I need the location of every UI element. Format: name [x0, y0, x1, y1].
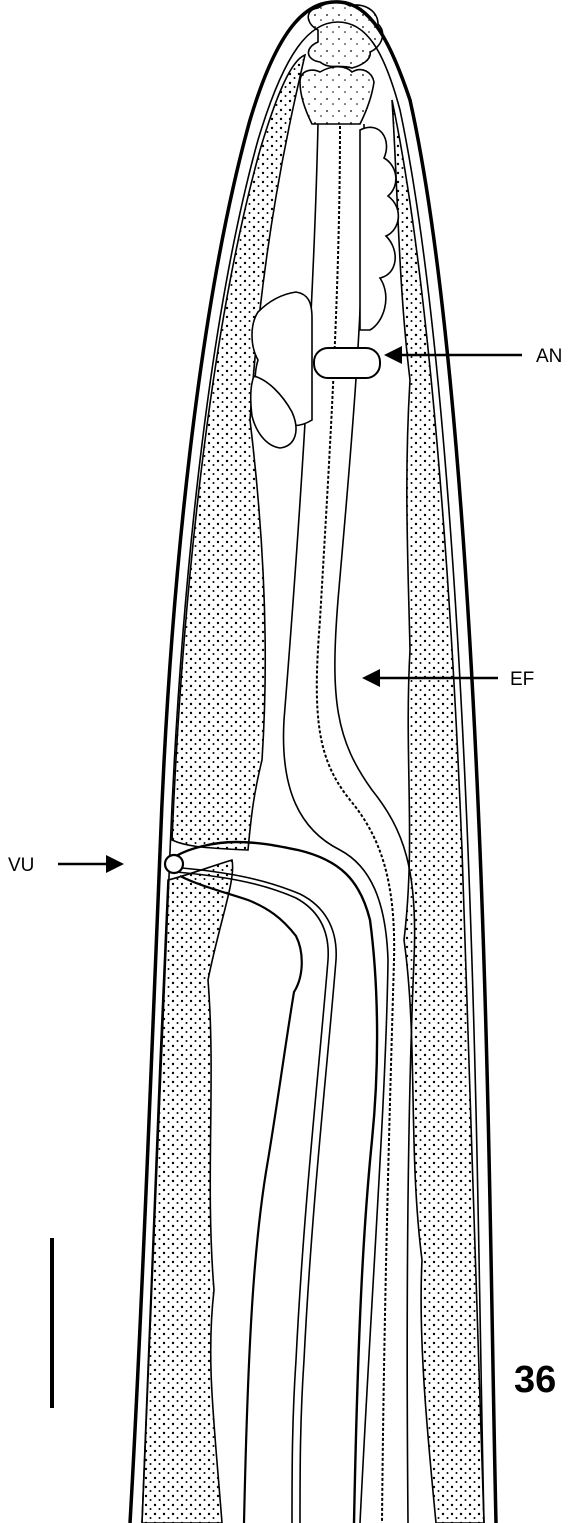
esophageal-gland-upper: [360, 127, 398, 330]
right-lateral-cord: [392, 100, 484, 1523]
esophagus-outer-right: [335, 124, 415, 1523]
figure-number: 36: [514, 1359, 556, 1401]
nerve-ring: [314, 348, 380, 378]
left-lateral-cord: [172, 55, 305, 850]
head-cap: [308, 2, 382, 68]
label-vu-group: VU: [8, 855, 124, 876]
label-an: AN: [536, 346, 562, 367]
label-ef: EF: [510, 669, 534, 690]
esophagus-lumen: [317, 126, 394, 1523]
ef-arrow-head: [362, 669, 380, 687]
label-vu: VU: [8, 855, 34, 876]
vu-arrow-head: [106, 855, 124, 873]
buccal-capsule: [300, 67, 374, 124]
an-arrow-head: [384, 346, 402, 364]
vulva-opening: [165, 855, 183, 873]
